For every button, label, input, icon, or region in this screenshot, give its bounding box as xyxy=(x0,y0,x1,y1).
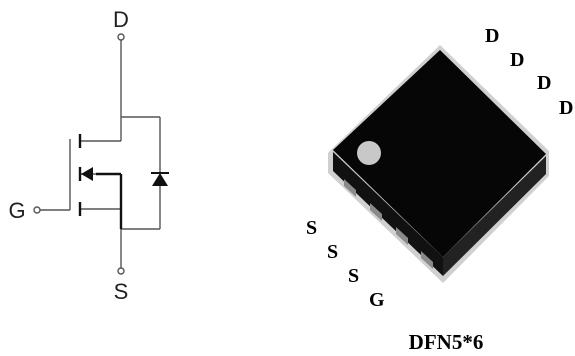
drain-pin-label: D xyxy=(537,72,551,94)
source-pad xyxy=(396,227,408,245)
gate-pin-label: G xyxy=(369,289,385,311)
source-pin-label: S xyxy=(306,217,317,239)
source-pin-label: S xyxy=(348,265,359,287)
gate-pad xyxy=(421,251,433,269)
source-label: S xyxy=(114,279,129,304)
drain-label: D xyxy=(113,7,129,32)
dfn-package xyxy=(328,45,549,283)
drain-pin-label: D xyxy=(485,25,499,47)
source-pad xyxy=(344,179,356,197)
package-pin-labels: D D D D S S S G xyxy=(306,25,573,311)
source-pin-label: S xyxy=(327,241,338,263)
drain-pin-label: D xyxy=(510,49,524,71)
body-diode-icon xyxy=(151,172,169,186)
package-name: DFN5*6 xyxy=(409,330,484,354)
mosfet-schematic-symbol xyxy=(33,33,161,275)
package-right-face xyxy=(443,156,546,276)
package-left-face xyxy=(333,152,443,276)
drain-terminal xyxy=(117,33,125,41)
source-pad xyxy=(370,203,382,221)
package-top-face xyxy=(333,50,546,257)
pin1-dot-icon xyxy=(357,141,381,165)
gate-terminal xyxy=(33,206,41,214)
body-arrow-icon xyxy=(81,167,93,181)
source-terminal xyxy=(117,267,125,275)
channel-segments xyxy=(78,134,123,229)
gate-label: G xyxy=(8,198,25,223)
drain-pin-label: D xyxy=(559,97,573,119)
